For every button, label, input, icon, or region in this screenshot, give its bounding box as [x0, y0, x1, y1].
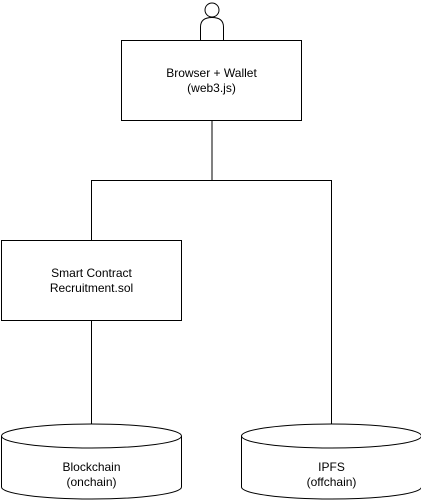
browser-wallet-node: Browser + Wallet (web3.js): [121, 40, 302, 121]
ipfs-label: IPFS: [318, 460, 345, 474]
ipfs-sublabel: (offchain): [307, 475, 357, 489]
connectors: [91, 121, 332, 428]
browser-wallet-sublabel: (web3.js): [187, 81, 236, 95]
blockchain-label: Blockchain: [62, 460, 120, 474]
smart-contract-node: Smart Contract Recruitment.sol: [1, 240, 182, 321]
browser-wallet-label: Browser + Wallet: [166, 66, 257, 80]
smart-contract-label: Smart Contract: [51, 266, 132, 280]
smart-contract-sublabel: Recruitment.sol: [50, 281, 133, 295]
ipfs-node: IPFS (offchain): [241, 423, 421, 500]
user-icon: [200, 2, 224, 41]
blockchain-node: Blockchain (onchain): [1, 423, 182, 500]
blockchain-sublabel: (onchain): [66, 475, 116, 489]
